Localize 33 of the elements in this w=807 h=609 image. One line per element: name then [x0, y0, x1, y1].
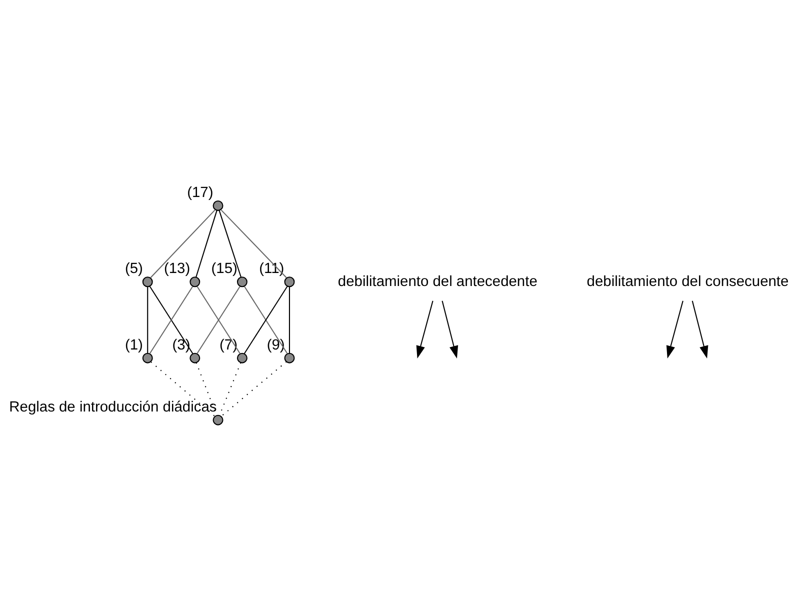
node-circle	[284, 352, 295, 363]
connector	[147, 286, 148, 353]
node-circle	[236, 352, 248, 363]
node-label: (17)	[187, 184, 214, 200]
node-label: Reglas de introducción diádicas	[9, 398, 217, 415]
arrow	[692, 300, 708, 358]
connector	[218, 210, 242, 277]
arrow	[416, 300, 434, 358]
node-text: debilitamiento del antecedente	[338, 273, 538, 290]
connector	[218, 362, 242, 416]
connector	[220, 209, 287, 278]
node-circle	[284, 276, 295, 287]
node-text: debilitamiento del consecuente	[586, 273, 789, 290]
node-label: (15)	[211, 260, 238, 277]
node-circle	[190, 276, 200, 287]
node-label: (5)	[124, 260, 143, 277]
node-circle	[236, 276, 248, 287]
connector	[149, 286, 194, 354]
node-label: (13)	[164, 260, 190, 277]
connector	[220, 360, 287, 416]
connector	[196, 286, 240, 354]
arrow	[442, 300, 458, 358]
node-circle	[142, 276, 153, 287]
connector	[288, 286, 290, 353]
arrow	[666, 300, 684, 358]
node-label: (1)	[124, 336, 143, 353]
node-circle	[190, 352, 200, 363]
connector	[196, 210, 218, 277]
connector	[150, 361, 216, 416]
connector	[150, 209, 216, 278]
node-circle	[212, 414, 224, 425]
node-circle	[142, 352, 153, 363]
node-circle	[212, 200, 224, 210]
